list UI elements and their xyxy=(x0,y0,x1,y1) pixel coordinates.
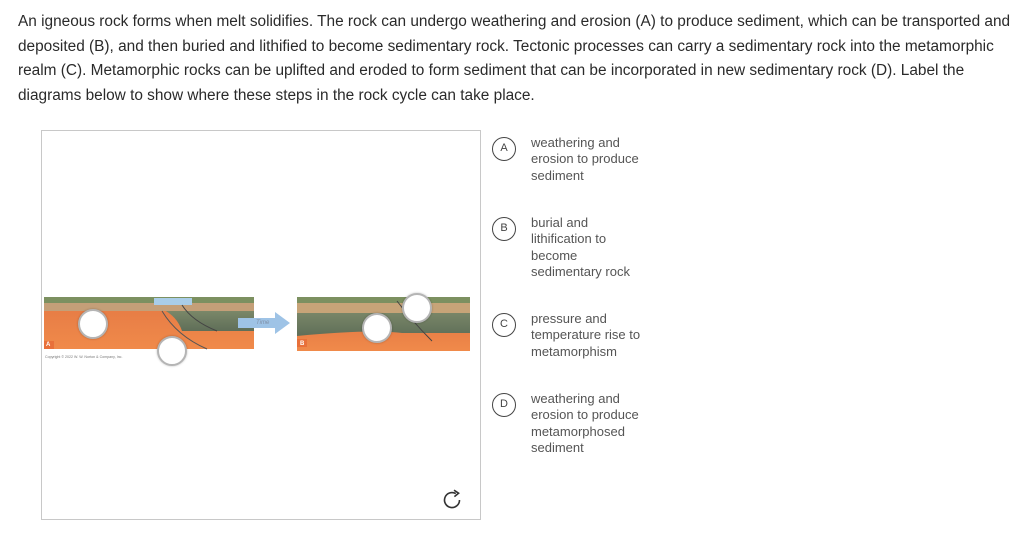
choice-d-text: weathering and erosion to produce metamo… xyxy=(531,391,639,456)
drop-target-4[interactable] xyxy=(402,293,432,323)
choice-b-text: burial and lithification to become sedim… xyxy=(531,215,630,280)
drop-target-3[interactable] xyxy=(362,313,392,343)
choice-c-badge: C xyxy=(492,313,516,337)
time-arrow xyxy=(238,312,290,334)
choice-b-badge: B xyxy=(492,217,516,241)
choice-d-badge: D xyxy=(492,393,516,417)
drop-target-1[interactable] xyxy=(78,309,108,339)
question-prompt: An igneous rock forms when melt solidifi… xyxy=(18,13,1011,104)
time-arrow-label: Time xyxy=(256,320,270,326)
copyright-notice: Copyright © 2022 W. W. Norton & Company,… xyxy=(45,355,122,359)
panel-a-block xyxy=(44,297,254,350)
choice-c-text: pressure and temperature rise to metamor… xyxy=(531,311,641,359)
drop-target-2[interactable] xyxy=(157,336,187,366)
choice-a-badge: A xyxy=(492,137,516,161)
reset-icon[interactable] xyxy=(439,487,465,513)
choice-a-text: weathering and erosion to produce sedime… xyxy=(531,135,639,183)
panel-b-label: B xyxy=(300,341,305,347)
rock-cycle-diagram: A Copyright © 2022 W. W. Norton & Compan… xyxy=(44,297,470,359)
panel-a-label: A xyxy=(46,342,51,348)
diagram-canvas: A Copyright © 2022 W. W. Norton & Compan… xyxy=(41,130,481,520)
